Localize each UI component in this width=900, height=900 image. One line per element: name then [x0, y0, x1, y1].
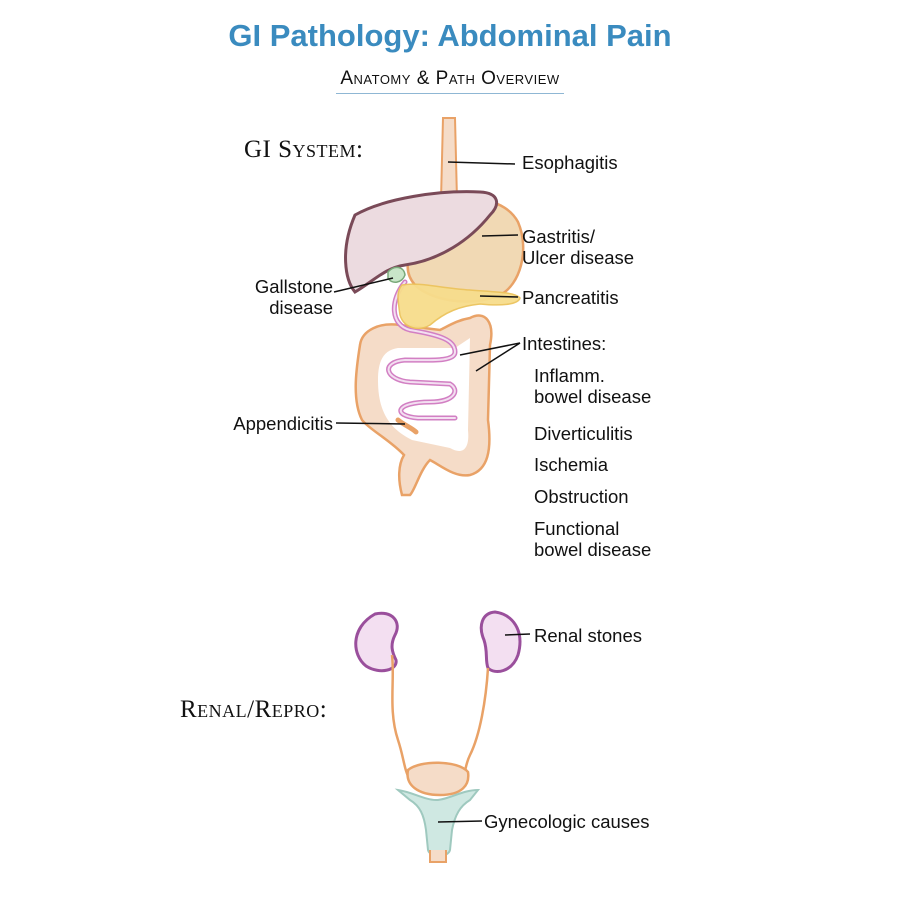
list-item-line1: Inflamm.	[534, 365, 605, 386]
page-subtitle: Anatomy & Path Overview	[336, 68, 564, 94]
subtitle-wrapper: Anatomy & Path Overview	[0, 68, 900, 94]
gallbladder	[387, 266, 406, 283]
page-title: GI Pathology: Abdominal Pain	[228, 18, 672, 53]
section-renal-repro: Renal/Repro:	[180, 696, 328, 723]
label-appendicitis: Appendicitis	[233, 413, 333, 434]
ureter-right	[460, 667, 490, 781]
label-gastritis-line1: Gastritis/	[522, 226, 595, 247]
leader-lines	[333, 161, 531, 823]
label-intestines: Intestines:	[522, 333, 607, 354]
intestine-item-functional: Functional bowel disease	[534, 518, 651, 560]
list-item-line2: bowel disease	[534, 539, 652, 560]
appendix	[395, 417, 419, 435]
label-renal-stones: Renal stones	[534, 625, 642, 646]
intestine-item-obstruction: Obstruction	[534, 486, 629, 507]
label-esophagitis: Esophagitis	[522, 152, 618, 173]
uterus	[394, 788, 481, 857]
label-gallstone-line2: disease	[269, 297, 333, 318]
label-gastritis-line2: Ulcer disease	[522, 247, 635, 268]
label-pancreatitis: Pancreatitis	[522, 287, 619, 308]
ureter-left	[390, 654, 412, 781]
kidney-left	[354, 611, 399, 673]
bladder	[406, 761, 470, 797]
label-gastritis: Gastritis/ Ulcer disease	[522, 226, 634, 268]
intestine-item-ibd: Inflamm. bowel disease	[534, 365, 651, 407]
kidney-right	[479, 610, 522, 673]
list-item-line1: Functional	[534, 518, 620, 539]
label-gallstone-line1: Gallstone	[254, 276, 333, 297]
list-item-line2: bowel disease	[534, 386, 652, 407]
label-gynecologic: Gynecologic causes	[484, 811, 650, 832]
label-gallstone: Gallstone disease	[255, 276, 333, 318]
section-gi-system: GI System:	[244, 136, 364, 163]
intestine-item-diverticulitis: Diverticulitis	[534, 423, 633, 444]
pancreas	[397, 283, 521, 330]
intestine-item-ischemia: Ischemia	[534, 454, 609, 475]
